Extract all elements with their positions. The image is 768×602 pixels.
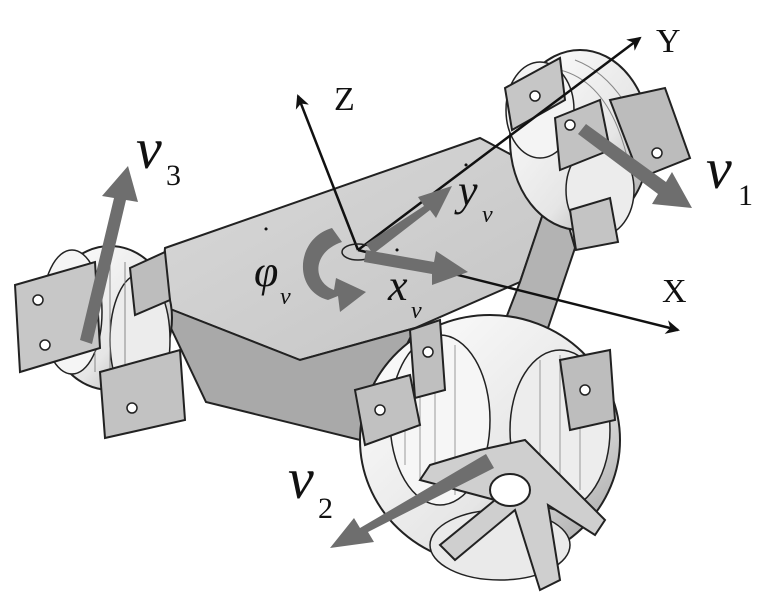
omni-wheel-3 (13, 245, 187, 440)
v1-arrow (578, 124, 692, 208)
phi-dot-subscript: v (280, 284, 291, 310)
x-dot-dot: ˙ (392, 242, 402, 275)
phi-dot-dot: ˙ (261, 221, 271, 254)
omni-wheel-2 (353, 314, 621, 592)
y-dot-symbol: y (454, 166, 478, 215)
v3-symbol: v (136, 116, 162, 181)
v1-index: 1 (738, 179, 753, 212)
v2-arrow (330, 454, 494, 548)
y-dot-subscript: v (482, 202, 493, 228)
phi-dot-rotation-arrow (302, 228, 366, 312)
y-dot-arrow (366, 186, 452, 254)
phi-dot-symbol: φ (254, 247, 278, 296)
wheel-velocity-labels: v 1 v 2 v 3 (136, 116, 753, 525)
v3-index: 3 (166, 159, 181, 192)
x-dot-arrow (364, 250, 468, 285)
body-velocity-labels: ˙ y v ˙ x v ˙ φ v (254, 157, 493, 324)
x-axis-label: X (662, 273, 687, 310)
z-axis-label: Z (334, 81, 355, 118)
y-axis-label: Y (656, 23, 681, 60)
v3-arrow (80, 166, 138, 344)
v2-index: 2 (318, 492, 333, 525)
z-axis-line (295, 94, 360, 251)
velocity-arrows (80, 124, 692, 548)
x-dot-symbol: x (387, 261, 408, 310)
v1-symbol: v (706, 136, 732, 201)
y-dot-dot: ˙ (461, 157, 471, 190)
v2-symbol: v (288, 446, 314, 511)
y-axis-line (357, 36, 642, 251)
x-dot-subscript: v (411, 298, 422, 324)
omni-wheel-1 (503, 49, 692, 252)
